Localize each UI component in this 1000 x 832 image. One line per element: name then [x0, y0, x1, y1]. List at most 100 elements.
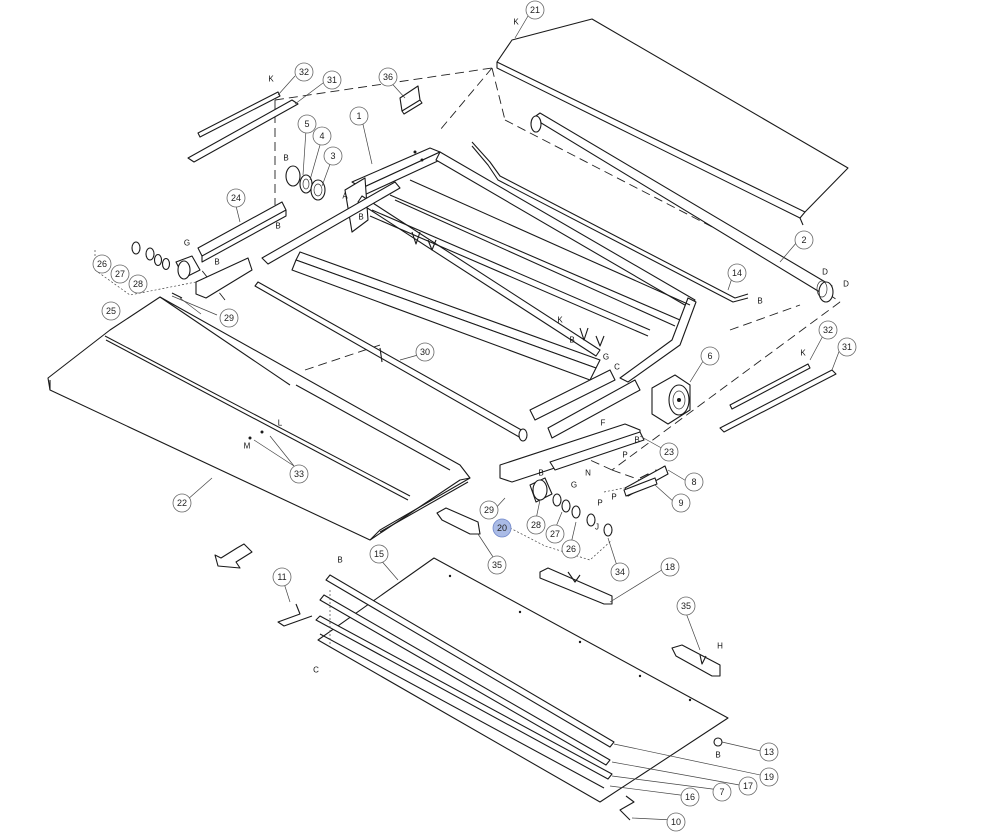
svg-text:11: 11: [277, 572, 286, 582]
part-18-strip: [539, 567, 613, 605]
letter-label: B: [358, 213, 363, 222]
letter-labels: K K B A B B G B D D B K B G C K L M F B …: [184, 18, 849, 760]
callout: 27: [545, 524, 565, 544]
letter-label: C: [313, 666, 319, 675]
callout: 31: [837, 337, 857, 357]
letter-label: B: [214, 258, 219, 267]
svg-text:23: 23: [664, 447, 674, 457]
letter-label: B: [538, 469, 543, 478]
svg-text:5: 5: [304, 119, 309, 129]
letter-label: F: [601, 419, 606, 428]
part-24-bracket: [197, 201, 287, 263]
parts-25-26-27-28-left: [131, 241, 253, 299]
letter-label: N: [585, 469, 591, 478]
svg-text:25: 25: [106, 306, 116, 316]
svg-text:36: 36: [383, 72, 393, 82]
letter-label: B: [715, 751, 720, 760]
svg-text:6: 6: [707, 351, 712, 361]
svg-text:4: 4: [319, 131, 324, 141]
callout: 32: [818, 320, 838, 340]
part-2-roller: [530, 112, 834, 303]
svg-text:18: 18: [665, 562, 675, 572]
callout: 9: [671, 493, 691, 513]
letter-label: P: [611, 493, 616, 502]
svg-text:35: 35: [492, 560, 502, 570]
callout-highlighted[interactable]: 20: [492, 518, 512, 538]
leader-lines: [171, 15, 841, 821]
part-30-shaft: [254, 281, 528, 442]
parts-3-4-5-bearings: [285, 165, 326, 201]
callout: 10: [666, 812, 686, 832]
letter-label: B: [757, 297, 762, 306]
parts-right-bearing-stack: [499, 423, 645, 537]
svg-text:27: 27: [115, 269, 125, 279]
letter-label: M: [244, 442, 251, 451]
direction-arrow-icon: [214, 543, 253, 569]
part-35-clip-lower: [671, 644, 721, 677]
callout: 1: [349, 106, 369, 126]
part-31-strip-right: [719, 369, 837, 433]
callout: 28: [526, 515, 546, 535]
letter-label: H: [717, 642, 723, 651]
svg-text:9: 9: [678, 498, 683, 508]
letter-label: C: [614, 363, 620, 372]
part-14-rod: [471, 141, 749, 303]
callout: 18: [660, 557, 680, 577]
callout: 11: [272, 567, 292, 587]
part-9-bracket: [623, 477, 658, 497]
svg-text:30: 30: [420, 347, 430, 357]
svg-text:10: 10: [671, 817, 681, 827]
callout: 28: [128, 274, 148, 294]
callout: 35: [487, 555, 507, 575]
part-15-bottom-panel: [317, 557, 729, 803]
part-6-motor: [651, 374, 691, 425]
callout: 33: [289, 464, 309, 484]
callout: 31: [322, 70, 342, 90]
svg-text:28: 28: [133, 279, 143, 289]
callouts: 21 32 31 36 1 5 4 3 24 26 27 28 25 29 2 …: [92, 0, 857, 832]
svg-text:20: 20: [497, 523, 507, 533]
callout: 19: [759, 767, 779, 787]
callout: 32: [294, 62, 314, 82]
callout: 14: [727, 263, 747, 283]
svg-text:14: 14: [732, 268, 742, 278]
callout: 29: [219, 308, 239, 328]
callout: 36: [378, 67, 398, 87]
callout: 23: [659, 442, 679, 462]
callout: 35: [676, 596, 696, 616]
letter-label: B: [569, 336, 574, 345]
callout: 7: [712, 782, 732, 802]
svg-text:17: 17: [743, 781, 753, 791]
svg-text:21: 21: [530, 5, 540, 15]
part-29-shaft: [171, 292, 183, 299]
part-13-fastener: [713, 737, 723, 747]
letter-label: G: [571, 481, 577, 490]
callout: 4: [312, 126, 332, 146]
part-21-top-cover: [496, 18, 849, 226]
svg-text:35: 35: [681, 601, 691, 611]
svg-text:32: 32: [823, 325, 833, 335]
letter-label: A: [342, 192, 348, 201]
part-32-strip-right: [729, 363, 811, 410]
callout: 27: [110, 264, 130, 284]
svg-text:33: 33: [294, 469, 304, 479]
callout: 6: [700, 346, 720, 366]
svg-text:3: 3: [330, 151, 335, 161]
callout: 26: [561, 539, 581, 559]
part-36-block: [399, 85, 423, 115]
letter-label: D: [822, 268, 828, 277]
svg-text:19: 19: [764, 772, 774, 782]
svg-text:31: 31: [842, 342, 852, 352]
letter-label: B: [283, 154, 288, 163]
callout: 26: [92, 254, 112, 274]
part-22-belt: [47, 296, 471, 541]
svg-text:1: 1: [356, 111, 361, 121]
part-17-19-rails: [315, 574, 615, 789]
callout: 29: [479, 500, 499, 520]
letter-label: P: [622, 451, 627, 460]
part-31-strip-left: [187, 99, 299, 163]
svg-text:22: 22: [177, 498, 187, 508]
svg-text:7: 7: [719, 787, 724, 797]
svg-text:26: 26: [566, 544, 576, 554]
